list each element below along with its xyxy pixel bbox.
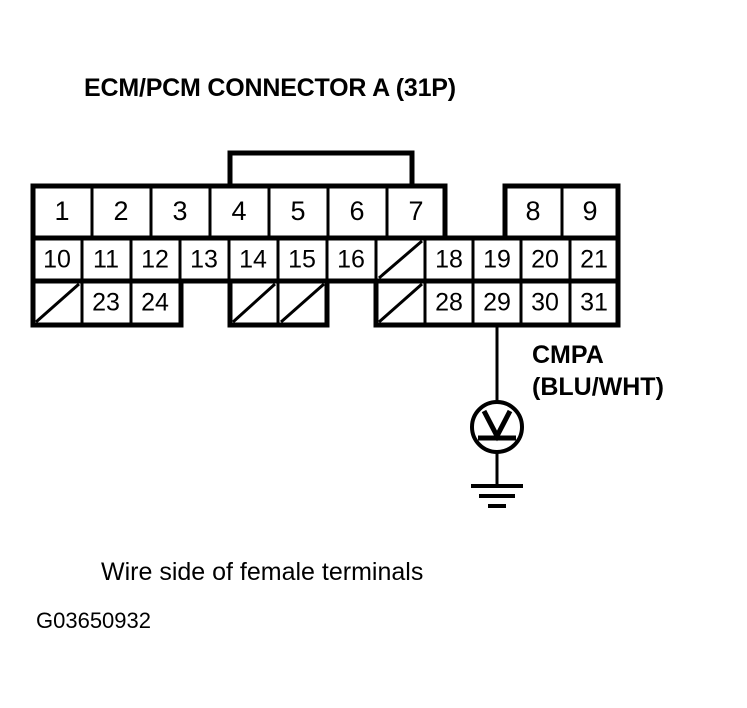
pin-cell-30: 30 xyxy=(531,289,559,317)
pin-cell-6: 6 xyxy=(349,196,364,226)
pin-cell-25-blank-strike xyxy=(231,282,277,324)
pin-cell-9: 9 xyxy=(582,196,597,226)
pin-cell-14: 14 xyxy=(239,246,267,274)
page-title: ECM/PCM CONNECTOR A (31P) xyxy=(84,74,456,102)
pin-cell-13: 13 xyxy=(190,246,218,274)
pin-cell-2: 2 xyxy=(113,196,128,226)
pin-cell-11: 11 xyxy=(93,246,119,274)
pin-cell-24: 24 xyxy=(141,289,169,317)
pin-cell-7: 7 xyxy=(408,196,423,226)
pin-cell-4: 4 xyxy=(231,196,246,226)
figure-id: G03650932 xyxy=(36,608,151,633)
pin-cell-16: 16 xyxy=(337,246,365,274)
pin-cell-28: 28 xyxy=(435,289,463,317)
pin-cell-5: 5 xyxy=(290,196,305,226)
signal-wire-color: (BLU/WHT) xyxy=(532,373,664,401)
pin-cell-1: 1 xyxy=(54,196,69,226)
pin-cell-15: 15 xyxy=(288,246,316,274)
pin-cell-19: 19 xyxy=(483,246,511,274)
connector-locking-tab xyxy=(227,150,415,186)
pin-cell-8: 8 xyxy=(525,196,540,226)
connector-row-2: 10 11 12 13 14 15 16 18 19 20 21 xyxy=(30,235,621,284)
pin-cell-21: 21 xyxy=(580,246,608,274)
pin-cell-29: 29 xyxy=(483,289,511,317)
pin-cell-23: 23 xyxy=(92,289,120,317)
pin-cell-26-blank-strike xyxy=(280,282,325,324)
pin-cell-12: 12 xyxy=(141,246,169,274)
pin-cell-27-blank-strike xyxy=(378,282,423,324)
pin-cell-31: 31 xyxy=(580,289,608,317)
pin-cell-3: 3 xyxy=(172,196,187,226)
pin-cell-22-blank-strike xyxy=(35,282,80,324)
diagram-caption: Wire side of female terminals xyxy=(101,558,424,586)
pin-cell-20: 20 xyxy=(531,246,559,274)
pin-cell-18: 18 xyxy=(435,246,463,274)
pin-cell-17-blank-strike xyxy=(378,239,423,280)
signal-name: CMPA xyxy=(532,341,604,369)
pin-cell-10: 10 xyxy=(43,246,71,274)
voltmeter-symbol xyxy=(470,400,524,454)
connector-row-1: 1 2 3 4 5 6 7 8 9 xyxy=(30,183,621,241)
signal-label: CMPA (BLU/WHT) xyxy=(532,339,664,403)
ground-symbol xyxy=(471,452,523,508)
connector-row-3: 23 24 28 29 30 31 xyxy=(30,278,621,328)
